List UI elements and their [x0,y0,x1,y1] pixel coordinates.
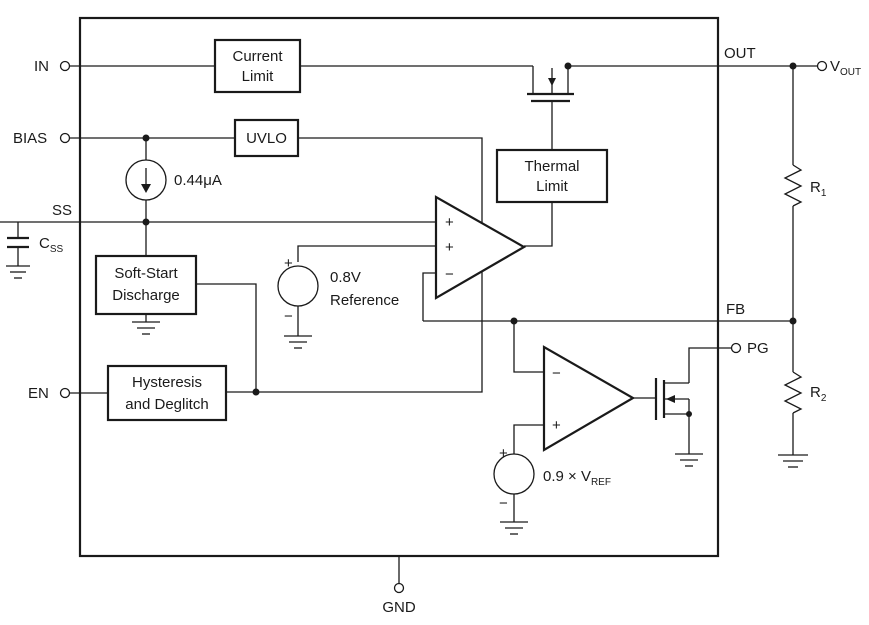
ref-plus: + [284,255,293,272]
reference-source: + − 0.8V Reference [277,255,399,325]
r2-sub: 2 [821,393,827,404]
current-source-label: 0.44μA [174,172,222,189]
css-main: C [39,235,50,252]
hysteresis-label-1: Hysteresis [132,374,202,391]
pg-reference-source: + − 0.9 × VREF [493,445,611,512]
ground-r2 [778,454,808,468]
resistor-r1: R1 [783,164,827,207]
pin-in: IN [34,58,71,75]
r1-main: R [810,179,821,196]
svg-text:VOUT: VOUT [830,58,861,78]
ground-soft-start [132,321,160,335]
thermal-limit-block: Thermal Limit [495,148,609,204]
ea-plus-2: + [445,239,454,256]
ea-minus: − [445,266,454,283]
current-limit-block: Current Limit [213,38,302,94]
out-label: OUT [724,45,756,62]
pin-bias-label: BIAS [13,130,47,147]
ea-plus-1: + [445,214,454,231]
uvlo-block: UVLO [233,118,300,158]
pass-transistor [527,66,574,150]
soft-start-block: Soft-Start Discharge [94,254,198,316]
pin-pg-label: PG [747,340,769,357]
css-sub: SS [50,244,64,255]
pgref-sub: REF [591,477,611,488]
pg-transistor [654,347,731,454]
ground-css [6,265,30,279]
ground-pg-transistor [675,453,703,467]
pgref-plus: + [499,445,508,462]
capacitor-css: CSS [7,222,64,266]
resistor-r2: R2 [783,371,827,414]
pgref-main: 0.9 × V [543,468,591,485]
reference-label-1: 0.8V [330,269,361,286]
pin-pg: PG [730,340,769,357]
pin-bias: BIAS [13,130,71,147]
ground-reference [284,335,312,349]
error-amplifier: + + − [434,195,527,300]
ss-label: SS [52,202,72,219]
vout-main: V [830,58,840,75]
pg-comp-plus: + [552,417,561,434]
hysteresis-label-2: and Deglitch [125,396,208,413]
pin-in-label: IN [34,58,49,75]
ref-minus: − [284,308,293,325]
r2-main: R [810,384,821,401]
pin-en: EN [28,385,71,402]
svg-text:0.9 × VREF: 0.9 × VREF [543,468,611,488]
pin-gnd: GND [382,582,416,616]
current-limit-label-2: Limit [242,68,275,85]
r1-sub: 1 [821,188,827,199]
reference-label-2: Reference [330,292,399,309]
thermal-limit-label-1: Thermal [524,158,579,175]
svg-text:R2: R2 [810,384,827,404]
vout-sub: OUT [840,67,861,78]
pin-gnd-label: GND [382,599,416,616]
pin-en-label: EN [28,385,49,402]
current-source: 0.44μA [125,159,222,201]
svg-text:R1: R1 [810,179,827,199]
svg-text:CSS: CSS [39,235,64,255]
hysteresis-block: Hysteresis and Deglitch [106,364,228,422]
soft-start-label-2: Discharge [112,287,180,304]
current-limit-label-1: Current [232,48,283,65]
uvlo-label: UVLO [246,130,287,147]
pg-comp-minus: − [552,365,561,382]
pg-comparator: − + [542,345,636,452]
pin-vout: VOUT [816,58,861,78]
pgref-minus: − [499,495,508,512]
ground-pg-reference [500,521,528,535]
fb-label: FB [726,301,745,318]
thermal-limit-label-2: Limit [536,178,569,195]
soft-start-label-1: Soft-Start [114,265,178,282]
